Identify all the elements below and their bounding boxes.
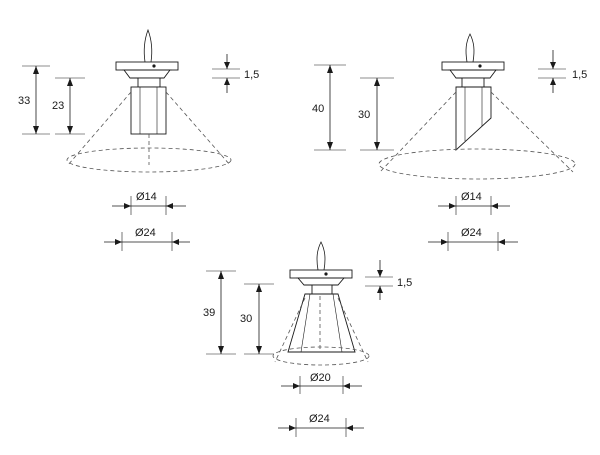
lamp-a-drawing: [66, 28, 232, 173]
lamp-b-dimension-height-total: 40: [312, 64, 346, 151]
lamp-a-label-diameter-beam: Ø24: [135, 227, 156, 239]
lamp-c-label-diameter-body: Ø20: [310, 372, 331, 384]
lamp-c-dimension-diameter-body: Ø20: [281, 372, 362, 394]
lamp-b-dimension-diameter-body: Ø14: [438, 191, 510, 215]
lamp-b-label-height-total: 40: [312, 103, 324, 115]
lamp-b-label-height-body: 30: [358, 109, 370, 121]
lamp-b-dimension-ring: 1,5: [538, 50, 587, 93]
lamp-b-label-diameter-body: Ø14: [461, 191, 482, 203]
lamp-a-dimension-ring: 1,5: [212, 54, 259, 93]
lamp-a-dimension-height-body: 23: [52, 77, 85, 135]
lamp-a-label-ring: 1,5: [244, 69, 259, 81]
lamp-c-dimension-height-body: 30: [240, 283, 274, 355]
lamp-a-dimension-diameter-beam: Ø24: [104, 227, 190, 251]
lamp-c-dimension-ring: 1,5: [365, 260, 412, 300]
lamp-a-dimension-diameter-body: Ø14: [112, 191, 186, 215]
lamp-a-dimension-height-total: 33: [18, 65, 50, 135]
lamp-a-label-height-body: 23: [52, 100, 64, 112]
lamp-c-dimension-height-total: 39: [203, 270, 236, 355]
lamp-a-label-diameter-body: Ø14: [136, 191, 157, 203]
lamp-b-dimension-diameter-beam: Ø24: [428, 227, 518, 251]
lamp-c-label-ring: 1,5: [397, 277, 412, 289]
lamp-c-dimension-diameter-beam: Ø24: [278, 413, 364, 437]
lamp-c-label-height-total: 39: [203, 307, 215, 319]
lamp-b-label-diameter-beam: Ø24: [461, 227, 482, 239]
lamp-b-dimension-height-body: 30: [358, 77, 394, 151]
lamp-c-label-height-body: 30: [240, 313, 252, 325]
lamp-b-drawing: [378, 33, 576, 180]
lamp-b-label-ring: 1,5: [572, 69, 587, 81]
lamp-c-drawing: [272, 241, 370, 366]
lamp-a-label-height-total: 33: [18, 95, 30, 107]
lamp-c-label-diameter-beam: Ø24: [309, 413, 330, 425]
